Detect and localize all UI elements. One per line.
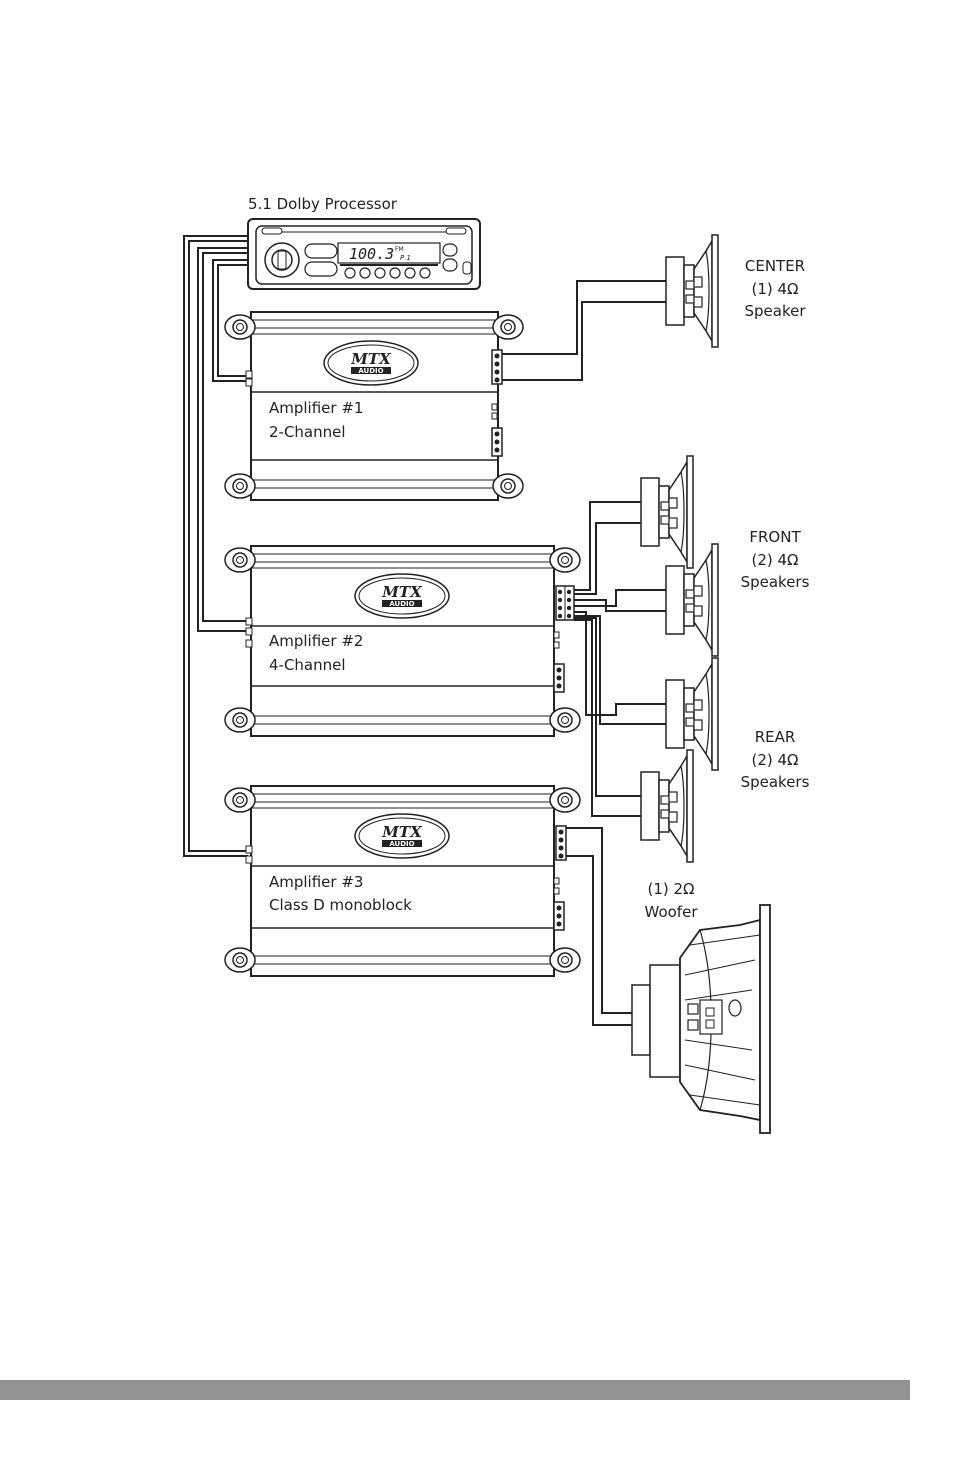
svg-text:(1) 2Ω: (1) 2Ω [647,880,694,898]
svg-text:(2) 4Ω: (2) 4Ω [751,751,798,769]
front-speaker-1 [641,456,693,568]
svg-text:(1) 4Ω: (1) 4Ω [751,280,798,298]
rear-label: REAR (2) 4Ω Speakers [741,728,810,791]
amp3-type: Class D monoblock [269,896,412,914]
rear-speaker-2 [641,750,693,862]
svg-text:REAR: REAR [755,728,796,746]
center-speaker [666,235,718,347]
amplifier-2: MTX AUDIO Amplifier #2 4-Channel [225,546,580,736]
amp1-type: 2-Channel [269,423,346,441]
processor-unit: 100.3 FM P 1 [248,219,480,289]
amp2-name: Amplifier #2 [269,632,363,650]
svg-text:Speakers: Speakers [741,573,810,591]
amp2-logo: MTX [381,583,423,601]
svg-text:CENTER: CENTER [745,257,805,275]
amp1-name: Amplifier #1 [269,399,363,417]
amp1-logo: MTX [350,350,392,368]
woofer [632,905,770,1133]
lcd-preset: P 1 [400,254,411,262]
amp2-type: 4-Channel [269,656,346,674]
amplifier-1: MTX AUDIO Amplifier #1 2-Channel [225,312,523,500]
amplifier-3: MTX AUDIO Amplifier #3 Class D monoblock [225,786,580,976]
processor-title: 5.1 Dolby Processor [248,195,398,213]
woofer-label: (1) 2Ω Woofer [645,880,699,921]
front-label: FRONT (2) 4Ω Speakers [741,528,810,591]
amp3-logo-sub: AUDIO [389,840,414,848]
amp3-name: Amplifier #3 [269,873,363,891]
svg-text:FRONT: FRONT [749,528,801,546]
svg-text:Speakers: Speakers [741,773,810,791]
footer-bar [0,1380,910,1400]
svg-text:Speaker: Speaker [744,302,806,320]
center-label: CENTER (1) 4Ω Speaker [744,257,806,320]
lcd-band: FM [395,246,404,253]
amp3-logo: MTX [381,823,423,841]
amp1-logo-sub: AUDIO [358,367,383,375]
svg-text:(2) 4Ω: (2) 4Ω [751,551,798,569]
svg-text:Woofer: Woofer [645,903,699,921]
amp2-logo-sub: AUDIO [389,600,414,608]
lcd-frequency: 100.3 [349,245,394,263]
